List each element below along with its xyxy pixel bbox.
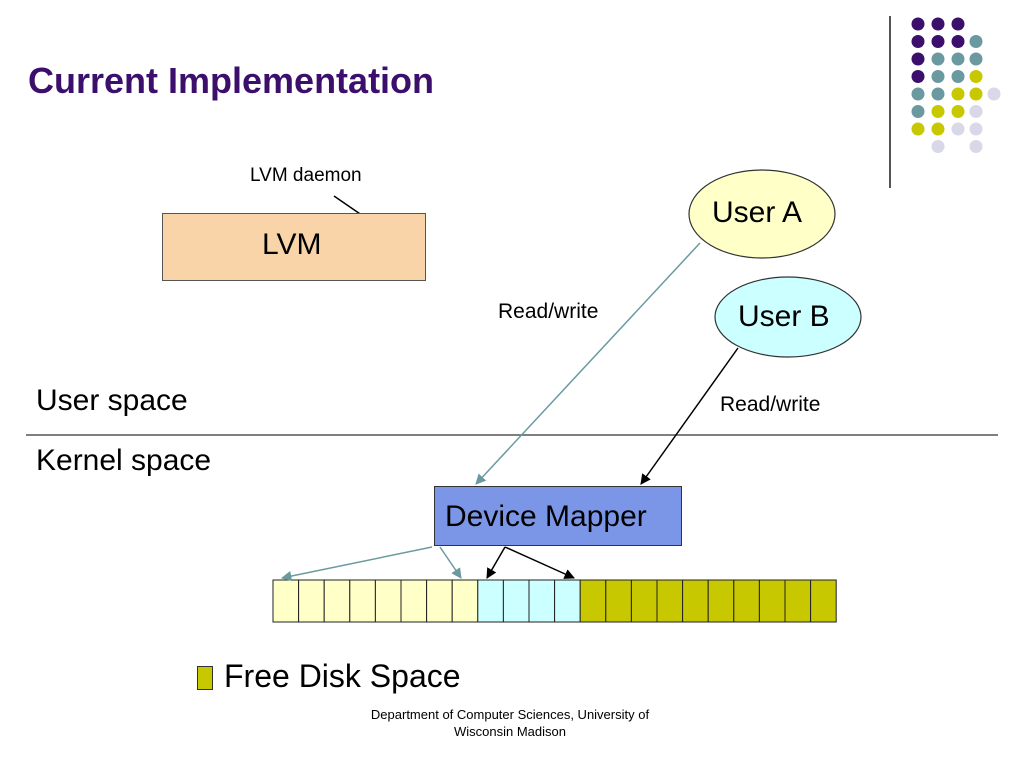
disk-block-user-a [272, 579, 300, 623]
user-space-label: User space [36, 384, 188, 417]
disk-block-free [810, 579, 837, 623]
decorative-dot [951, 105, 965, 118]
decorative-dot [951, 122, 965, 136]
user-a-node [688, 169, 836, 259]
disk-block-user-a [451, 579, 479, 623]
decorative-vertical-line [889, 16, 891, 188]
decorative-dot [931, 35, 945, 48]
decorative-dot [951, 52, 965, 66]
decorative-dot [969, 35, 983, 48]
disk-block-user-a [400, 579, 428, 623]
disk-block-user-a [349, 579, 376, 623]
lvm-box [162, 213, 426, 281]
slide-footer: Department of Computer Sciences, Univers… [370, 707, 650, 739]
disk-block-user-b [502, 579, 530, 623]
decorative-dot [969, 122, 983, 136]
decorative-dot [931, 140, 945, 153]
disk-block-user-a [323, 579, 351, 623]
dm-to-user-a-start-arrow [280, 546, 433, 582]
free-disk-space-legend-swatch [197, 666, 213, 690]
disk-block-free [733, 579, 760, 623]
lvm-daemon-label: LVM daemon [250, 165, 362, 186]
disk-block-strip [272, 579, 837, 623]
disk-block-free [682, 579, 709, 623]
decorative-dot [911, 52, 925, 66]
user-a-label: User A [712, 196, 803, 229]
device-mapper-box [434, 486, 682, 546]
decorative-dot [911, 70, 925, 83]
disk-block-free [707, 579, 735, 623]
user-b-node [714, 276, 862, 358]
decorative-dot [931, 17, 945, 31]
disk-block-user-a [374, 579, 402, 623]
decorative-dot [951, 35, 965, 48]
decorative-dot [987, 87, 1001, 101]
user-a-to-device-mapper-arrow [475, 242, 701, 485]
decorative-dot [951, 87, 965, 101]
decorative-dot [969, 52, 983, 66]
slide-title: Current Implementation [28, 60, 435, 101]
decorative-dot [969, 87, 983, 101]
disk-block-free [656, 579, 684, 623]
decorative-dot [931, 105, 945, 118]
kernel-space-label: Kernel space [36, 444, 212, 477]
lvm-label: LVM [262, 228, 322, 261]
disk-block-free [630, 579, 658, 623]
read-write-label-a: Read/write [498, 300, 599, 323]
disk-block-free [605, 579, 632, 623]
decorative-dot [931, 70, 945, 83]
read-write-label-b: Read/write [720, 393, 821, 416]
decorative-dot [931, 122, 945, 136]
decorative-dot [969, 140, 983, 153]
free-disk-space-legend-label: Free Disk Space [224, 658, 461, 694]
dm-to-user-a-end-arrow [439, 546, 462, 579]
user-b-to-device-mapper-arrow [640, 347, 739, 485]
disk-block-user-a [298, 579, 325, 623]
disk-block-free [758, 579, 786, 623]
decorative-dot [931, 87, 945, 101]
user-b-label: User B [738, 300, 830, 333]
decorative-dot [931, 52, 945, 66]
disk-block-user-b [528, 579, 556, 623]
decorative-dot [951, 17, 965, 31]
decorative-dot [911, 122, 925, 136]
decorative-dot [911, 105, 925, 118]
decorative-dot [911, 35, 925, 48]
decorative-dot-grid [911, 17, 1001, 153]
decorative-dot [911, 87, 925, 101]
decorative-dot [969, 70, 983, 83]
disk-block-free [579, 579, 607, 623]
disk-block-free [784, 579, 812, 623]
dm-to-user-b-end-arrow [504, 546, 575, 579]
device-mapper-label: Device Mapper [445, 500, 647, 533]
disk-block-user-b [477, 579, 504, 623]
disk-block-user-b [554, 579, 581, 623]
dm-to-user-b-start-arrow [486, 546, 506, 579]
decorative-dot [951, 70, 965, 83]
decorative-dot [911, 17, 925, 31]
disk-block-user-a [426, 579, 453, 623]
decorative-dot [969, 105, 983, 118]
